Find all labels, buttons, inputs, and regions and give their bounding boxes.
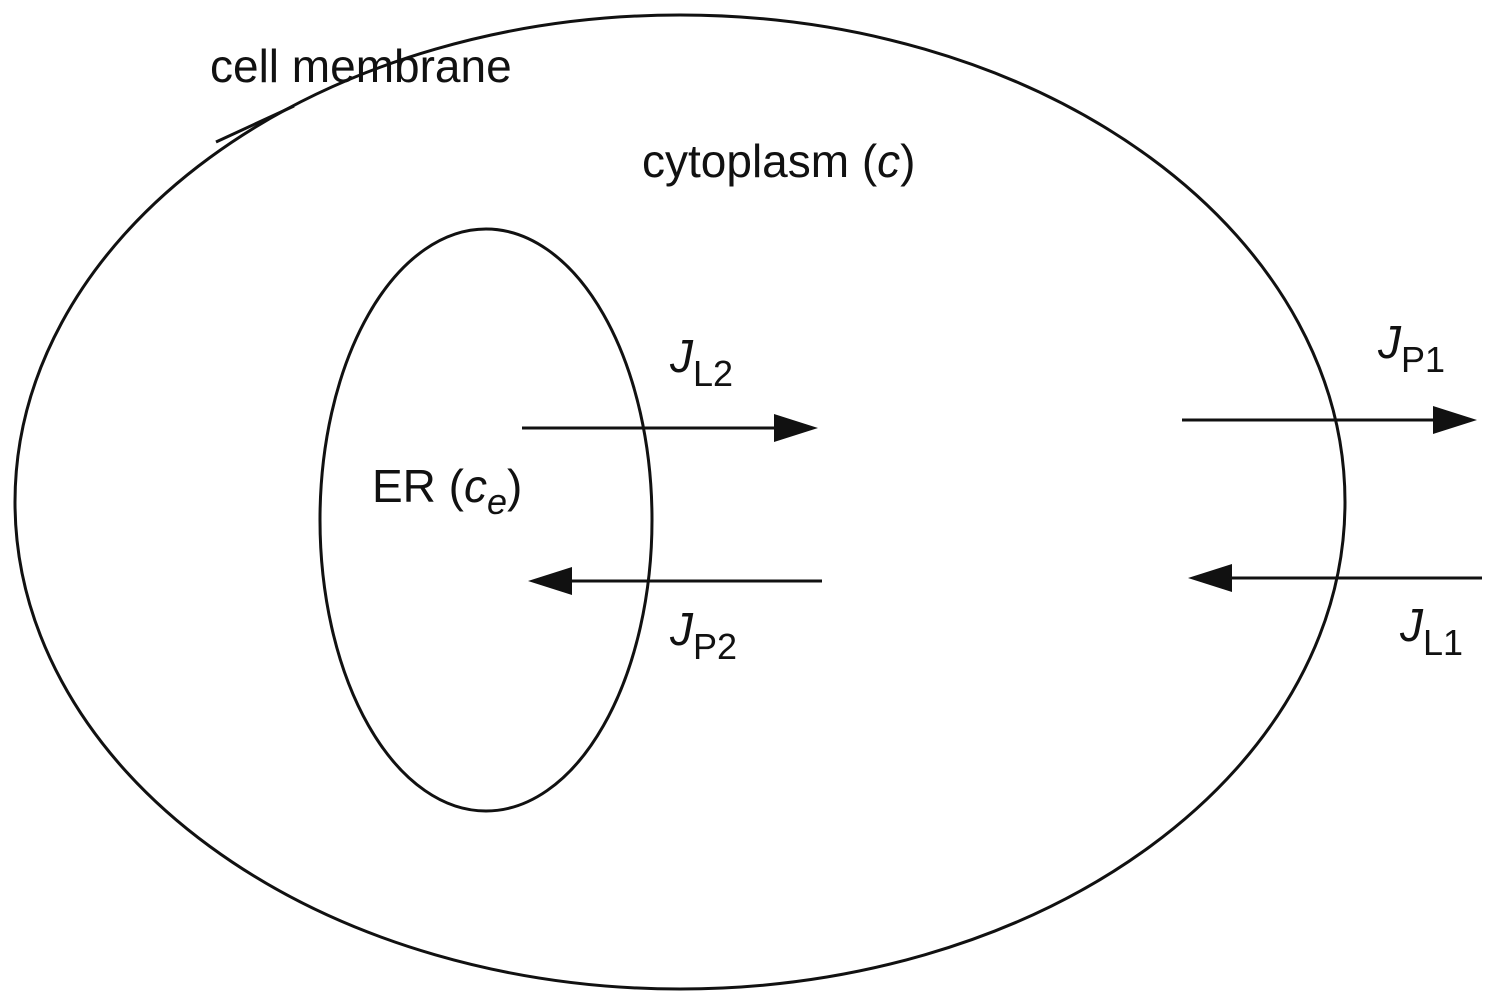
er-outline bbox=[318, 227, 654, 813]
flux-jl2-symbol: J bbox=[669, 330, 694, 382]
flux-jp2-symbol: J bbox=[669, 603, 694, 655]
flux-jl1-sub: L1 bbox=[1423, 622, 1463, 663]
flux-label-jp1: JP1 bbox=[1377, 316, 1445, 380]
cell-membrane-outline bbox=[13, 13, 1347, 991]
er-label-var-sub: e bbox=[487, 481, 507, 522]
cytoplasm-label: cytoplasm (c) bbox=[642, 135, 916, 187]
er-label: ER (ce) bbox=[372, 460, 522, 522]
cytoplasm-label-close: ) bbox=[900, 135, 915, 187]
flux-jp1-sub: P1 bbox=[1401, 339, 1445, 380]
arrow-jl2 bbox=[522, 414, 818, 442]
arrow-jp1 bbox=[1182, 406, 1477, 434]
cytoplasm-label-var: c bbox=[877, 135, 900, 187]
flux-jp1-symbol: J bbox=[1377, 316, 1402, 368]
cell-membrane-label: cell membrane bbox=[210, 40, 512, 92]
er-label-text: ER ( bbox=[372, 460, 465, 512]
flux-label-jp2: JP2 bbox=[669, 603, 737, 667]
flux-jl2-sub: L2 bbox=[693, 353, 733, 394]
arrow-jp2 bbox=[528, 567, 822, 595]
cell-membrane-leader bbox=[215, 104, 295, 144]
er-label-var: c bbox=[464, 460, 487, 512]
flux-jp2-sub: P2 bbox=[693, 626, 737, 667]
er-label-close: ) bbox=[507, 460, 522, 512]
flux-label-jl1: JL1 bbox=[1399, 599, 1463, 663]
flux-jl1-symbol: J bbox=[1399, 599, 1424, 651]
flux-label-jl2: JL2 bbox=[669, 330, 733, 394]
cytoplasm-label-text: cytoplasm ( bbox=[642, 135, 878, 187]
arrow-jl1 bbox=[1188, 564, 1482, 592]
